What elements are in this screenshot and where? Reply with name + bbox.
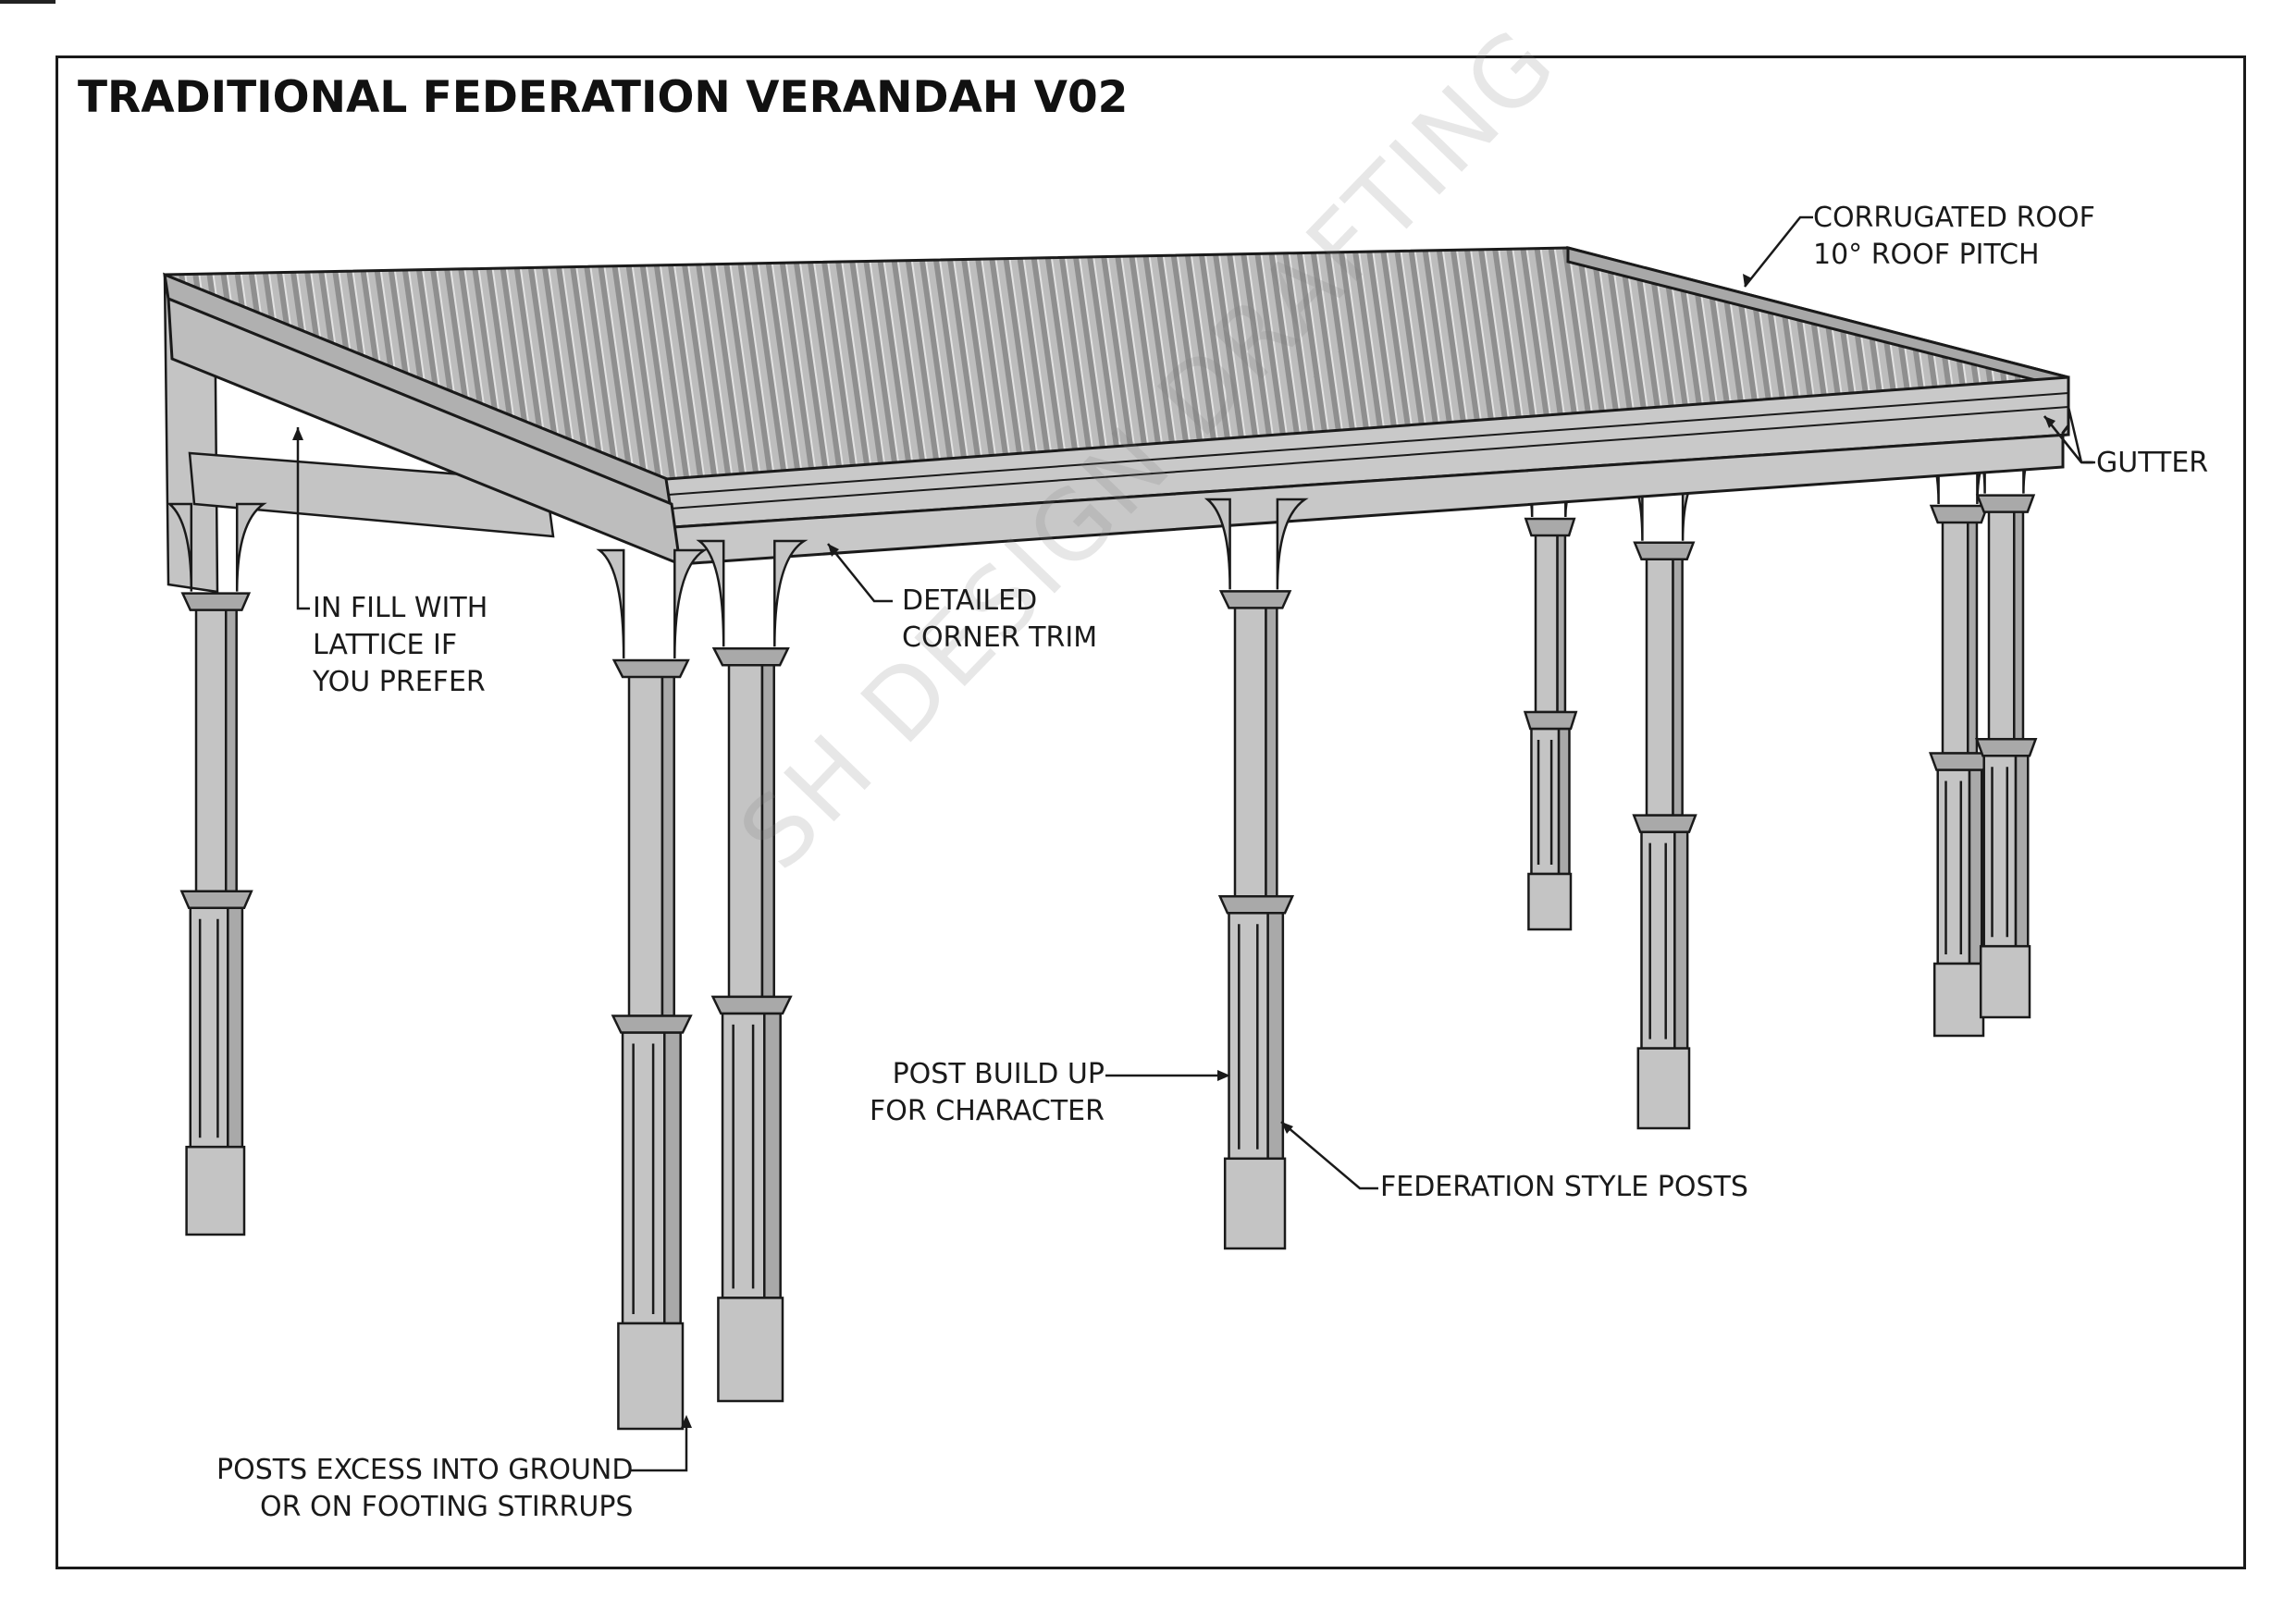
footing-callout-line-1: POSTS EXCESS INTO GROUND [216, 1454, 634, 1486]
infill-callout-line-2: LATTICE IF [313, 629, 458, 661]
back-post-3 [1917, 433, 2004, 1038]
gutter-callout-line-1: GUTTER [2096, 447, 2209, 479]
back-post-4 [1963, 424, 2050, 1019]
infill-callout-line-3: YOU PREFER [313, 666, 486, 698]
front-post-middle [1204, 498, 1309, 1250]
footing-callout-line-2: OR ON FOOTING STIRRUPS [260, 1491, 634, 1523]
front-posts [167, 498, 1309, 1431]
infill-callout-line-1: IN FILL WITH [313, 592, 488, 624]
buildup-callout-line-1: POST BUILD UP [892, 1058, 1105, 1090]
infill-callout: IN FILL WITH LATTICE IF YOU PREFER [313, 590, 488, 701]
back-posts [1513, 424, 2050, 1130]
roof-callout-line-1: CORRUGATED ROOF [1813, 202, 2095, 234]
roof-callout-line-2: 10° ROOF PITCH [1813, 239, 2040, 271]
footing-callout: POSTS EXCESS INTO GROUND OR ON FOOTING S… [216, 1452, 633, 1526]
buildup-callout: POST BUILD UP FOR CHARACTER [870, 1056, 1105, 1130]
front-post-left [167, 502, 267, 1236]
corner-mark [0, 0, 56, 4]
posts-callout: FEDERATION STYLE POSTS [1380, 1169, 1748, 1206]
trim-callout-line-1: DETAILED [902, 584, 1038, 617]
trim-callout-line-2: CORNER TRIM [902, 621, 1098, 654]
leader-arrowheads [292, 274, 2055, 1428]
roof-callout: CORRUGATED ROOF 10° ROOF PITCH [1813, 200, 2095, 274]
gutter-callout: GUTTER [2096, 445, 2208, 482]
trim-callout: DETAILED CORNER TRIM [902, 583, 1097, 657]
front-post-corner-2 [696, 539, 809, 1403]
back-post-2 [1620, 461, 1710, 1130]
drawing-title: TRADITIONAL FEDERATION VERANDAH V02 [78, 72, 1129, 123]
front-post-corner-1 [596, 548, 709, 1431]
buildup-callout-line-2: FOR CHARACTER [870, 1095, 1105, 1127]
back-post-1 [1513, 465, 1588, 931]
posts-callout-line-1: FEDERATION STYLE POSTS [1380, 1171, 1748, 1203]
drawing-frame [56, 55, 2246, 1569]
